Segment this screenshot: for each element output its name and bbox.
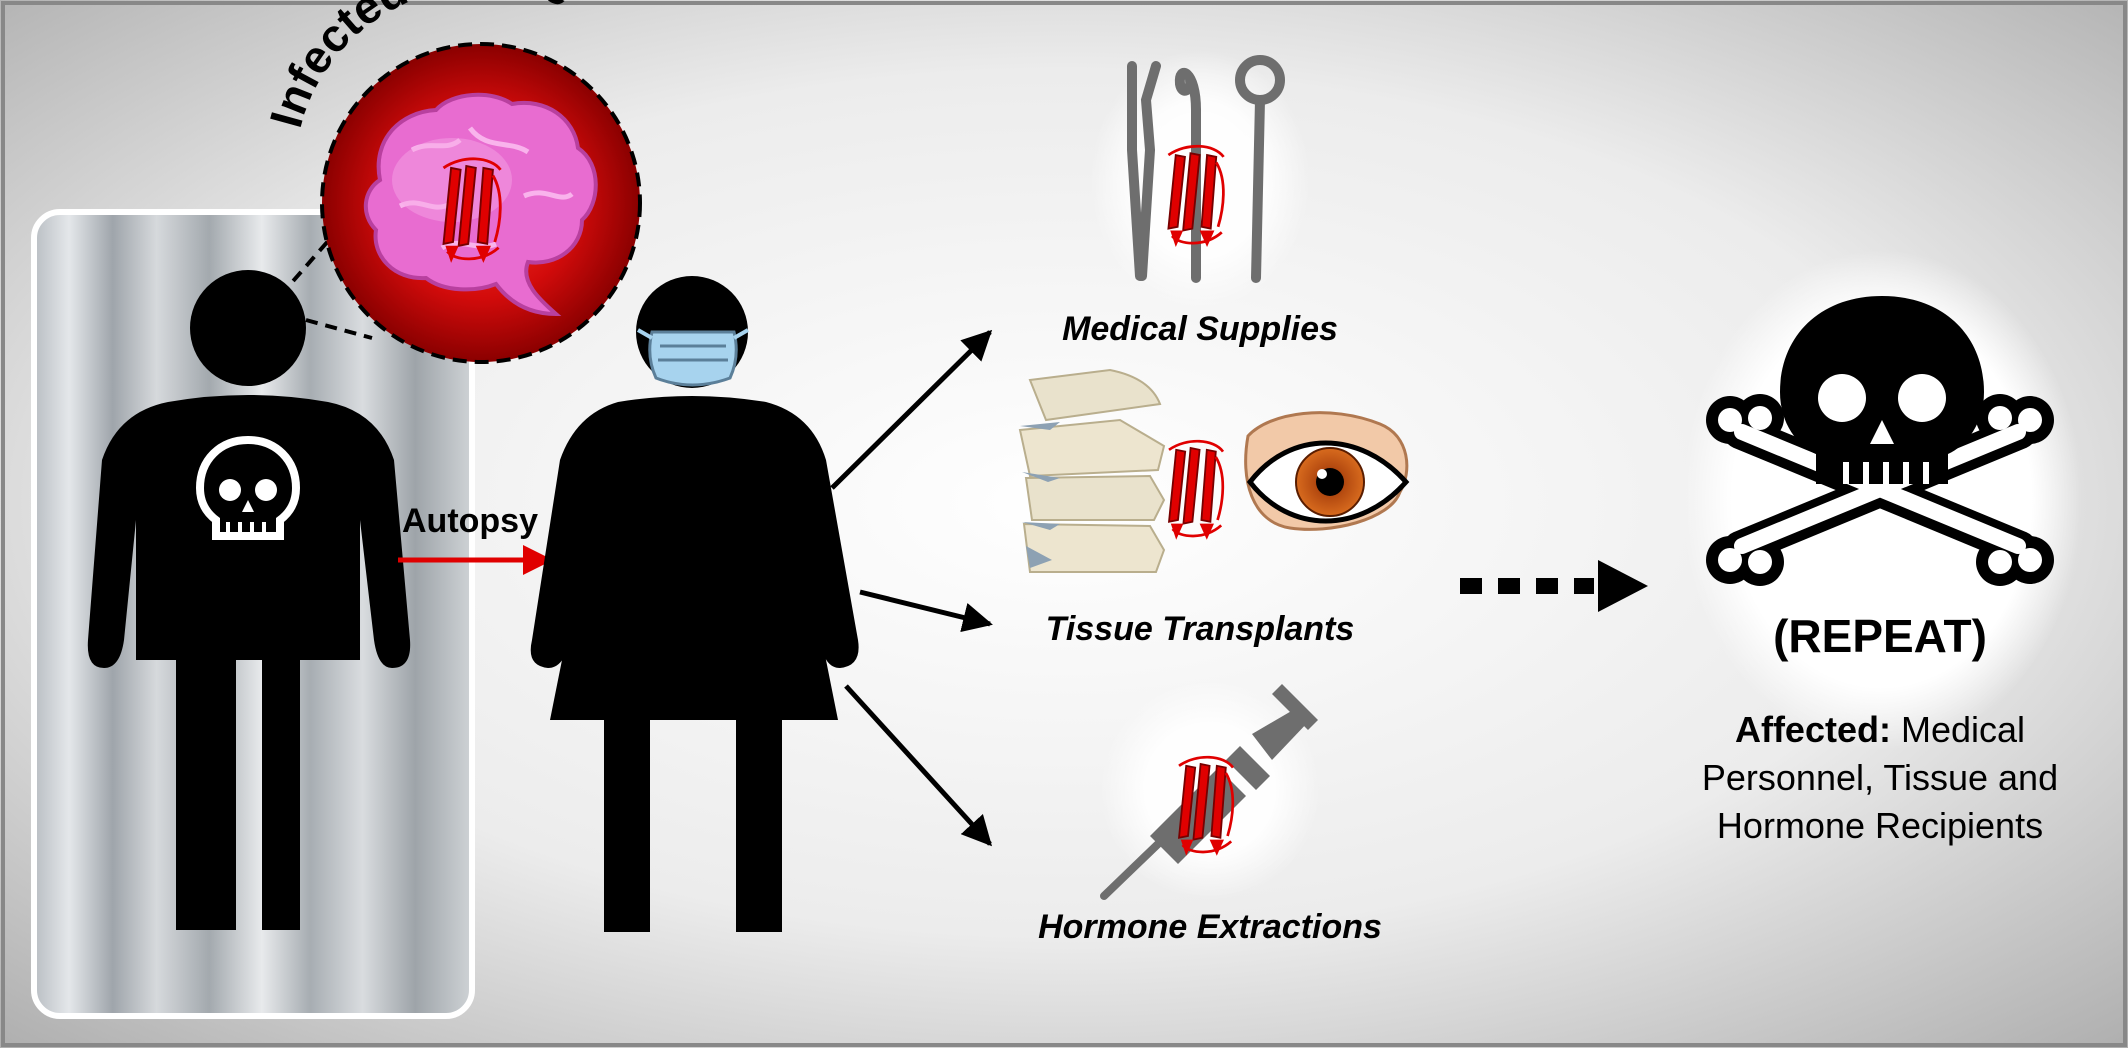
affected-line-2: Personnel, Tissue and (1702, 757, 2058, 798)
arrow-to-transplants (859, 589, 993, 633)
repeat-label: (REPEAT) (1773, 610, 1987, 662)
dental-mirror-icon (1235, 55, 1285, 283)
autopsy-label: Autopsy (402, 502, 538, 540)
callout-line-bottom (305, 318, 373, 340)
medical-supplies-label: Medical Supplies (1062, 310, 1338, 348)
affected-prefix: Affected: (1735, 709, 1891, 750)
affected-line-1: Affected: Medical (1735, 709, 2025, 750)
repeat-arrow (1460, 560, 1648, 612)
deceased-figure (87, 270, 411, 930)
eye-icon (1244, 411, 1410, 531)
skull-icon (195, 435, 301, 540)
face-mask-icon (637, 328, 749, 387)
affected-line-3: Hormone Recipients (1717, 805, 2043, 846)
callout-line-top (278, 230, 338, 298)
arrow-to-hormones (844, 684, 993, 847)
tweezers-icon (1127, 61, 1161, 281)
hormone-extractions-label: Hormone Extractions (1038, 908, 1382, 946)
arrow-to-supplies (830, 329, 993, 490)
skull-crossbones-icon (1706, 296, 2054, 586)
affected-line1-text: Medical (1901, 709, 2025, 750)
tissue-transplants-label: Tissue Transplants (1046, 610, 1355, 648)
vertebrae-icon (1018, 368, 1166, 573)
